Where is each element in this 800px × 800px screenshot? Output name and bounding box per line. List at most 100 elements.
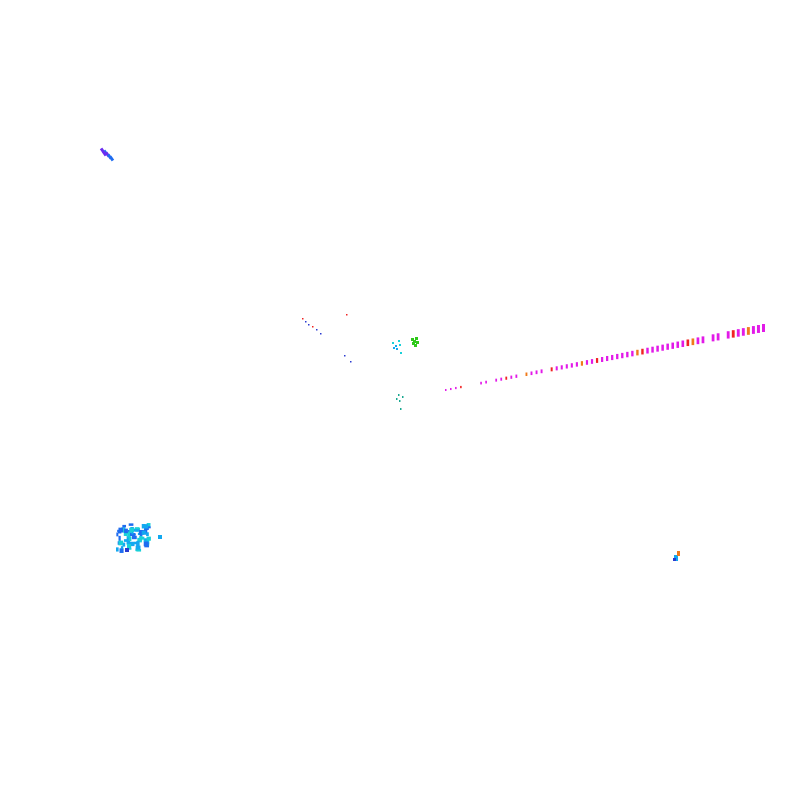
point	[500, 377, 503, 381]
point	[445, 389, 447, 391]
point	[116, 547, 119, 552]
point	[535, 370, 538, 375]
point	[308, 324, 310, 326]
point	[560, 365, 563, 370]
point	[400, 352, 402, 354]
point	[302, 318, 304, 320]
point	[626, 351, 629, 358]
point	[611, 354, 614, 361]
point	[350, 361, 352, 363]
small-cluster-bottom-right	[673, 551, 680, 561]
point	[135, 529, 139, 532]
point	[146, 536, 151, 541]
point	[681, 340, 685, 347]
point	[131, 535, 137, 540]
point	[656, 345, 659, 352]
point	[122, 527, 125, 533]
point	[621, 352, 624, 359]
point	[392, 342, 394, 344]
point	[413, 340, 416, 343]
point	[671, 342, 674, 349]
point	[590, 359, 594, 364]
point	[651, 346, 654, 353]
point	[144, 538, 149, 543]
point	[550, 367, 553, 372]
point	[135, 545, 141, 550]
point	[118, 527, 124, 533]
point	[751, 326, 755, 334]
point	[641, 348, 644, 355]
point	[130, 532, 135, 537]
point	[116, 532, 119, 537]
point	[136, 549, 142, 552]
point	[731, 330, 735, 338]
point	[600, 357, 604, 362]
point	[134, 541, 137, 545]
point	[480, 381, 482, 385]
point	[158, 535, 162, 539]
point	[485, 380, 487, 384]
point	[580, 361, 583, 366]
point	[505, 376, 508, 380]
point	[108, 155, 115, 162]
point	[127, 533, 131, 538]
point	[726, 331, 730, 339]
point	[673, 558, 676, 561]
point	[122, 524, 127, 528]
point	[396, 348, 398, 350]
point	[143, 541, 149, 547]
point	[515, 374, 518, 378]
point	[131, 532, 134, 535]
point	[128, 523, 134, 526]
point	[636, 349, 639, 356]
point	[495, 378, 498, 382]
point	[686, 339, 690, 347]
point	[126, 543, 132, 549]
point	[134, 527, 140, 531]
point	[606, 355, 609, 362]
point	[415, 337, 418, 340]
point	[129, 527, 135, 533]
point	[393, 347, 395, 349]
point	[716, 333, 720, 341]
violet-cluster-top-left	[99, 147, 115, 162]
point	[565, 364, 568, 369]
point	[395, 345, 397, 347]
point	[122, 542, 126, 547]
point	[676, 341, 680, 348]
point	[450, 387, 452, 391]
point	[585, 360, 589, 365]
point	[141, 523, 146, 529]
point	[540, 369, 543, 374]
point	[136, 540, 140, 546]
point	[616, 353, 619, 360]
point	[399, 400, 401, 402]
point	[756, 325, 760, 333]
point	[147, 526, 151, 529]
point	[396, 398, 398, 400]
point	[631, 350, 634, 357]
point	[119, 548, 124, 553]
point	[696, 337, 700, 345]
point	[414, 344, 417, 347]
point	[126, 531, 132, 534]
point	[762, 324, 765, 332]
point	[666, 343, 669, 350]
point	[316, 329, 318, 331]
point	[661, 344, 664, 351]
point	[123, 531, 128, 537]
point	[575, 362, 578, 367]
point	[646, 347, 649, 354]
point	[398, 340, 400, 342]
point	[416, 341, 419, 344]
point	[126, 536, 130, 541]
point	[677, 551, 680, 556]
point	[344, 355, 346, 357]
point	[139, 529, 144, 535]
point	[746, 327, 750, 335]
point	[141, 536, 145, 540]
point	[120, 546, 124, 549]
point	[346, 314, 348, 316]
point	[555, 366, 558, 371]
point	[133, 533, 136, 536]
